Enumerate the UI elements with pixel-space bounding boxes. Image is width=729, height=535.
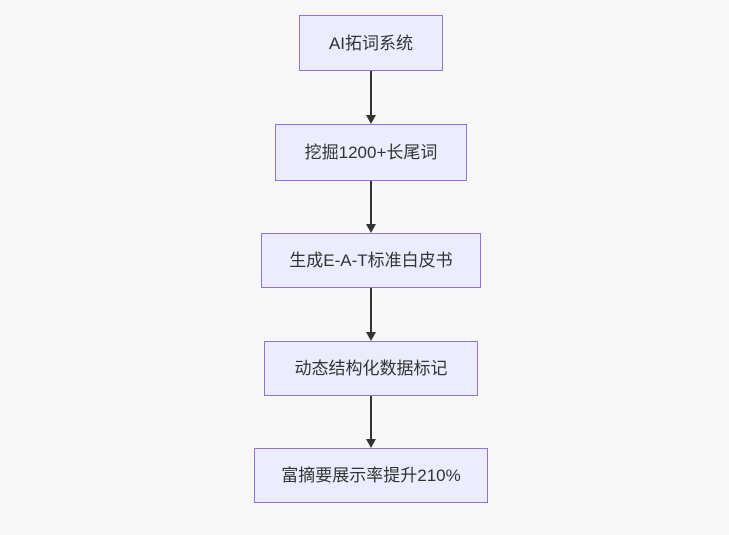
flow-arrow-1 xyxy=(365,71,377,124)
arrowhead-down-icon xyxy=(366,115,376,124)
flow-arrow-4 xyxy=(365,396,377,448)
flow-node-3-label: 生成E-A-T标准白皮书 xyxy=(289,251,453,270)
arrow-line xyxy=(370,71,372,115)
flow-node-4-label: 动态结构化数据标记 xyxy=(294,359,448,378)
flow-node-1-label: AI拓词系统 xyxy=(328,33,414,53)
arrow-line xyxy=(370,181,372,224)
flow-node-5-label: 富摘要展示率提升210% xyxy=(281,466,461,485)
flow-node-4: 动态结构化数据标记 xyxy=(264,341,478,396)
flow-arrow-3 xyxy=(365,288,377,341)
arrow-line xyxy=(370,288,372,332)
flow-node-1: AI拓词系统 xyxy=(299,15,443,71)
flow-arrow-2 xyxy=(365,181,377,233)
arrowhead-down-icon xyxy=(366,439,376,448)
flow-node-2-label: 挖掘1200+长尾词 xyxy=(304,143,438,162)
arrow-line xyxy=(370,396,372,439)
flow-node-3: 生成E-A-T标准白皮书 xyxy=(261,233,481,288)
arrowhead-down-icon xyxy=(366,224,376,233)
arrowhead-down-icon xyxy=(366,332,376,341)
flow-node-2: 挖掘1200+长尾词 xyxy=(275,124,467,181)
flow-node-5: 富摘要展示率提升210% xyxy=(254,448,488,503)
